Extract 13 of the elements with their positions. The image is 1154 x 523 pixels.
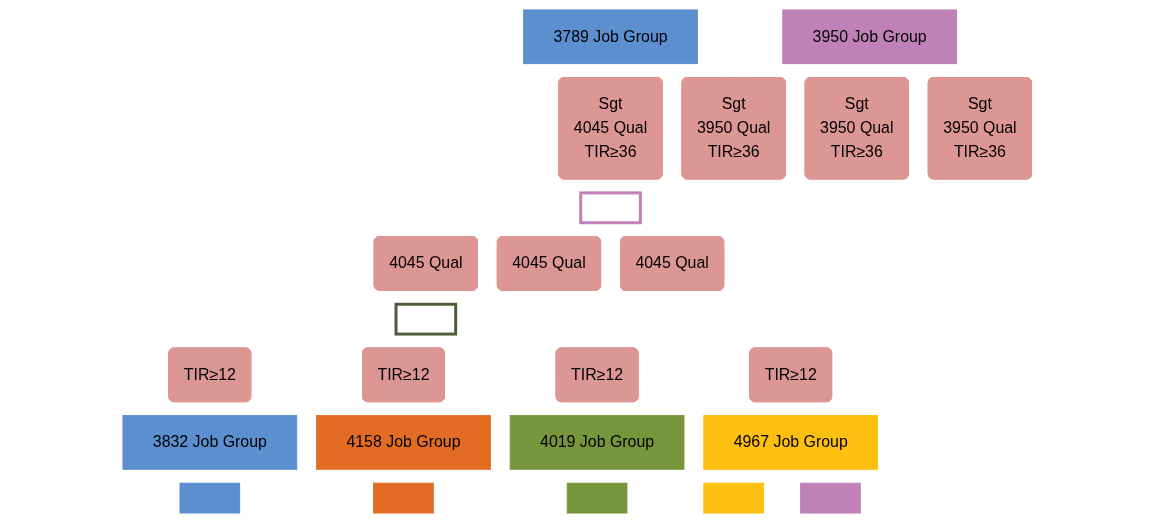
node-box: 3789 Job Group bbox=[522, 9, 698, 65]
node-box: 4158 Job Group bbox=[315, 415, 491, 470]
node-box bbox=[372, 482, 434, 514]
node-box: 4967 Job Group bbox=[703, 415, 878, 470]
node-box bbox=[179, 482, 240, 514]
node-box: 3832 Job Group bbox=[122, 415, 297, 470]
node-box bbox=[566, 482, 628, 514]
node-box: 3950 Job Group bbox=[782, 9, 957, 65]
node-box bbox=[799, 482, 861, 514]
node-box bbox=[394, 302, 457, 336]
node-box bbox=[578, 191, 642, 225]
node-box: 4019 Job Group bbox=[509, 415, 685, 470]
node-box bbox=[703, 482, 764, 514]
